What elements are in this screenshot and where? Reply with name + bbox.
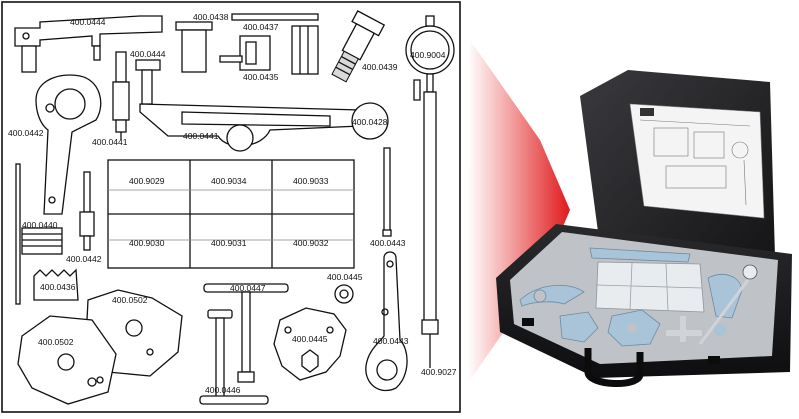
case-handle bbox=[584, 348, 644, 388]
label-400-0438: 400.0438 bbox=[193, 12, 229, 22]
label-400-9027: 400.9027 bbox=[421, 367, 457, 377]
foam-tools bbox=[519, 247, 758, 347]
tool-9004-dial-gauge bbox=[405, 15, 455, 368]
label-400-0441-a: 400.0441 bbox=[92, 137, 128, 147]
label-400-0442-a: 400.0442 bbox=[8, 128, 44, 138]
tool-0428-disc bbox=[351, 102, 389, 140]
label-400-0502-a: 400.0502 bbox=[112, 295, 148, 305]
label-400-0441-b: 400.0441 bbox=[183, 131, 219, 141]
case-latch-right bbox=[708, 356, 720, 364]
tool-0441-plate bbox=[135, 59, 361, 152]
label-400-0502-b: 400.0502 bbox=[38, 337, 74, 347]
tool-thin-rod-left bbox=[15, 163, 21, 305]
label-400-0440: 400.0440 bbox=[22, 220, 58, 230]
tool-0443-rod bbox=[382, 147, 392, 237]
lid-layout-sheet bbox=[629, 103, 765, 219]
label-400-0443-a: 400.0443 bbox=[370, 238, 406, 248]
tool-0443-lever bbox=[365, 251, 408, 392]
tool-0446-t-handle bbox=[199, 309, 269, 405]
tool-0440-ruler bbox=[21, 227, 63, 255]
layout-diagram: 400.0444 400.0438 400.0437 400.0435 bbox=[1, 1, 461, 413]
label-400-0445-a: 400.0445 bbox=[327, 272, 363, 282]
tool-0444-pin bbox=[112, 51, 130, 140]
tool-0502-hex-plate-left bbox=[17, 315, 117, 405]
tool-0436-comb bbox=[33, 268, 79, 301]
label-400-0439: 400.0439 bbox=[362, 62, 398, 72]
tool-0447-t-handle bbox=[203, 283, 289, 383]
tool-0442-lever bbox=[35, 74, 102, 215]
label-400-0444-a: 400.0444 bbox=[70, 17, 106, 27]
label-400-0428: 400.0428 bbox=[352, 117, 388, 127]
label-400-0447: 400.0447 bbox=[230, 283, 266, 293]
tool-90xx-block-grid bbox=[107, 159, 355, 269]
label-400-0435: 400.0435 bbox=[243, 72, 279, 82]
tool-0439 bbox=[331, 10, 386, 83]
tool-0445-plate bbox=[273, 307, 347, 381]
tool-0445-ring bbox=[334, 284, 354, 304]
label-400-0445-b: 400.0445 bbox=[292, 334, 328, 344]
tool-0435 bbox=[219, 35, 271, 71]
label-400-0437: 400.0437 bbox=[243, 22, 279, 32]
tool-case-photo bbox=[496, 70, 792, 388]
tool-0444-bracket bbox=[14, 15, 163, 73]
label-400-9031: 400.9031 bbox=[211, 238, 247, 248]
label-400-0443-b: 400.0443 bbox=[373, 336, 409, 346]
label-400-9030: 400.9030 bbox=[129, 238, 165, 248]
tool-0437 bbox=[231, 13, 319, 75]
label-400-9034: 400.9034 bbox=[211, 176, 247, 186]
label-400-9032: 400.9032 bbox=[293, 238, 329, 248]
case-latch-left bbox=[522, 318, 534, 326]
label-400-0436: 400.0436 bbox=[40, 282, 76, 292]
label-400-9029: 400.9029 bbox=[129, 176, 165, 186]
lid-sheet-logo bbox=[640, 108, 654, 116]
label-400-0446: 400.0446 bbox=[205, 385, 241, 395]
label-400-0444-b: 400.0444 bbox=[130, 49, 166, 59]
tool-0438 bbox=[175, 21, 213, 73]
tool-0442-pin bbox=[79, 171, 95, 251]
label-400-0442-b: 400.0442 bbox=[66, 254, 102, 264]
red-arrow-icon bbox=[468, 40, 570, 380]
label-400-9004: 400.9004 bbox=[410, 50, 446, 60]
label-400-9033: 400.9033 bbox=[293, 176, 329, 186]
